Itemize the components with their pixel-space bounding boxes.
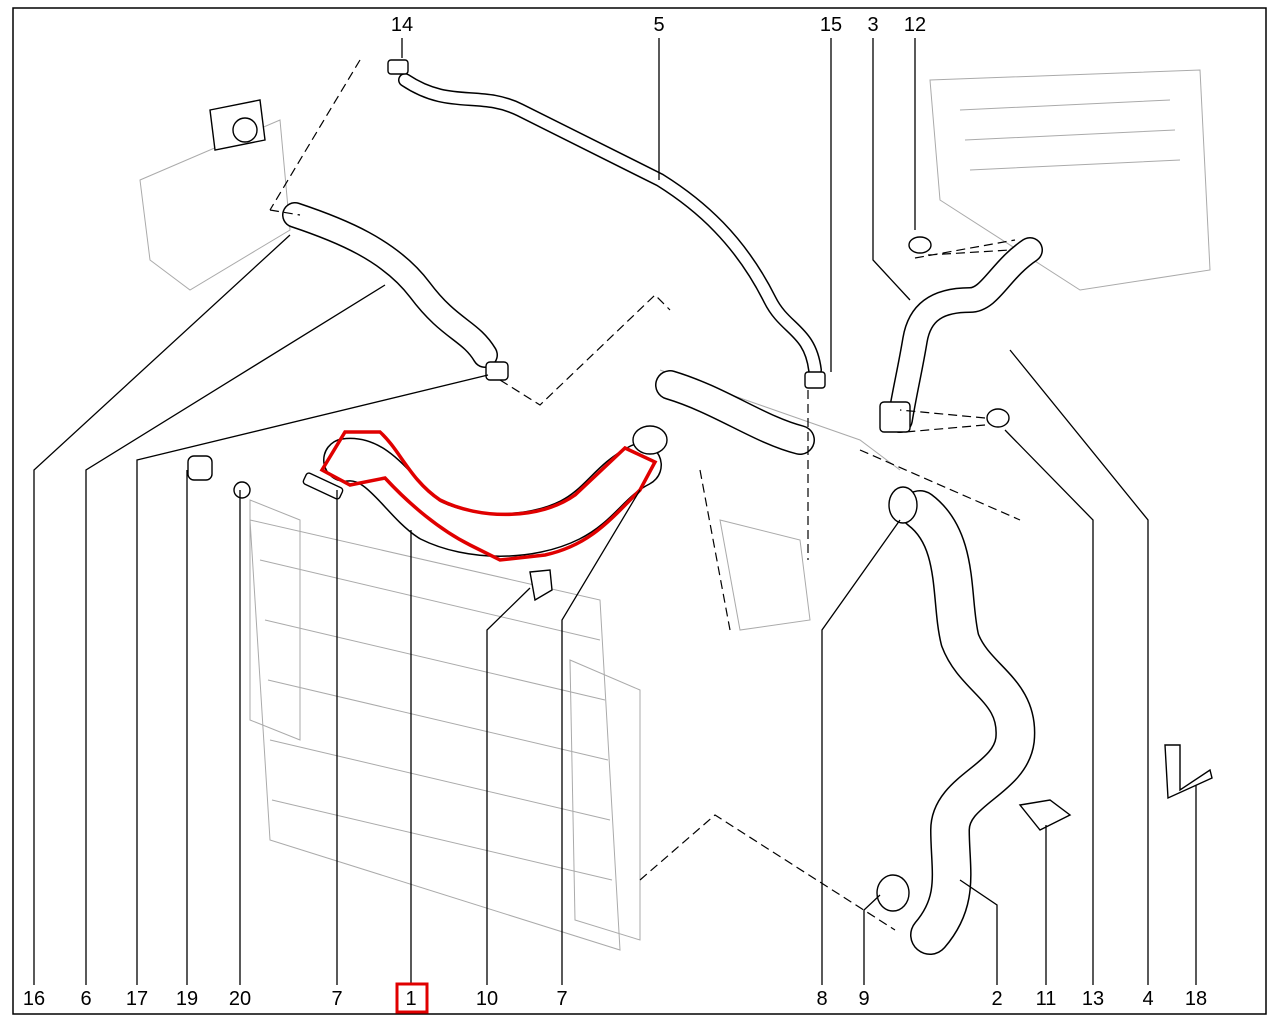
hose-6	[282, 202, 498, 368]
bottom-labels: 16 6 17 19 20 7 1 10 7 8 9 2 11 13 4 18	[23, 982, 1207, 1014]
label-2[interactable]: 2	[991, 988, 1002, 1010]
hose-1	[319, 430, 662, 562]
label-15[interactable]: 15	[820, 14, 842, 36]
leader-lines	[33, 38, 1197, 985]
radiator	[139, 69, 1211, 951]
label-18[interactable]: 18	[1185, 988, 1207, 1010]
label-7b[interactable]: 7	[556, 988, 567, 1010]
label-13[interactable]: 13	[1082, 988, 1104, 1010]
label-14[interactable]: 14	[391, 14, 413, 36]
label-6[interactable]: 6	[80, 988, 91, 1010]
label-1[interactable]: 1	[405, 988, 416, 1010]
label-9[interactable]: 9	[858, 988, 869, 1010]
label-10[interactable]: 10	[476, 988, 498, 1010]
clamps	[187, 59, 1213, 912]
label-20[interactable]: 20	[229, 988, 251, 1010]
hose-1-highlight	[319, 430, 658, 562]
label-19[interactable]: 19	[176, 988, 198, 1010]
hose-2	[900, 490, 1036, 955]
label-3[interactable]: 3	[867, 14, 878, 36]
hose-3	[887, 237, 1043, 433]
label-17[interactable]: 17	[126, 988, 148, 1010]
top-labels: 14 5 15 3 12	[391, 14, 926, 36]
label-5[interactable]: 5	[653, 14, 664, 36]
label-7[interactable]: 7	[331, 988, 342, 1010]
label-12[interactable]: 12	[904, 14, 926, 36]
selected-label-box	[395, 982, 429, 1014]
hose-5	[398, 73, 822, 377]
label-4[interactable]: 4	[1142, 988, 1153, 1010]
label-8[interactable]: 8	[816, 988, 827, 1010]
guide-lines	[269, 59, 1021, 931]
label-11[interactable]: 11	[1036, 988, 1057, 1010]
hose-expansion	[655, 370, 815, 455]
label-16[interactable]: 16	[23, 988, 45, 1010]
